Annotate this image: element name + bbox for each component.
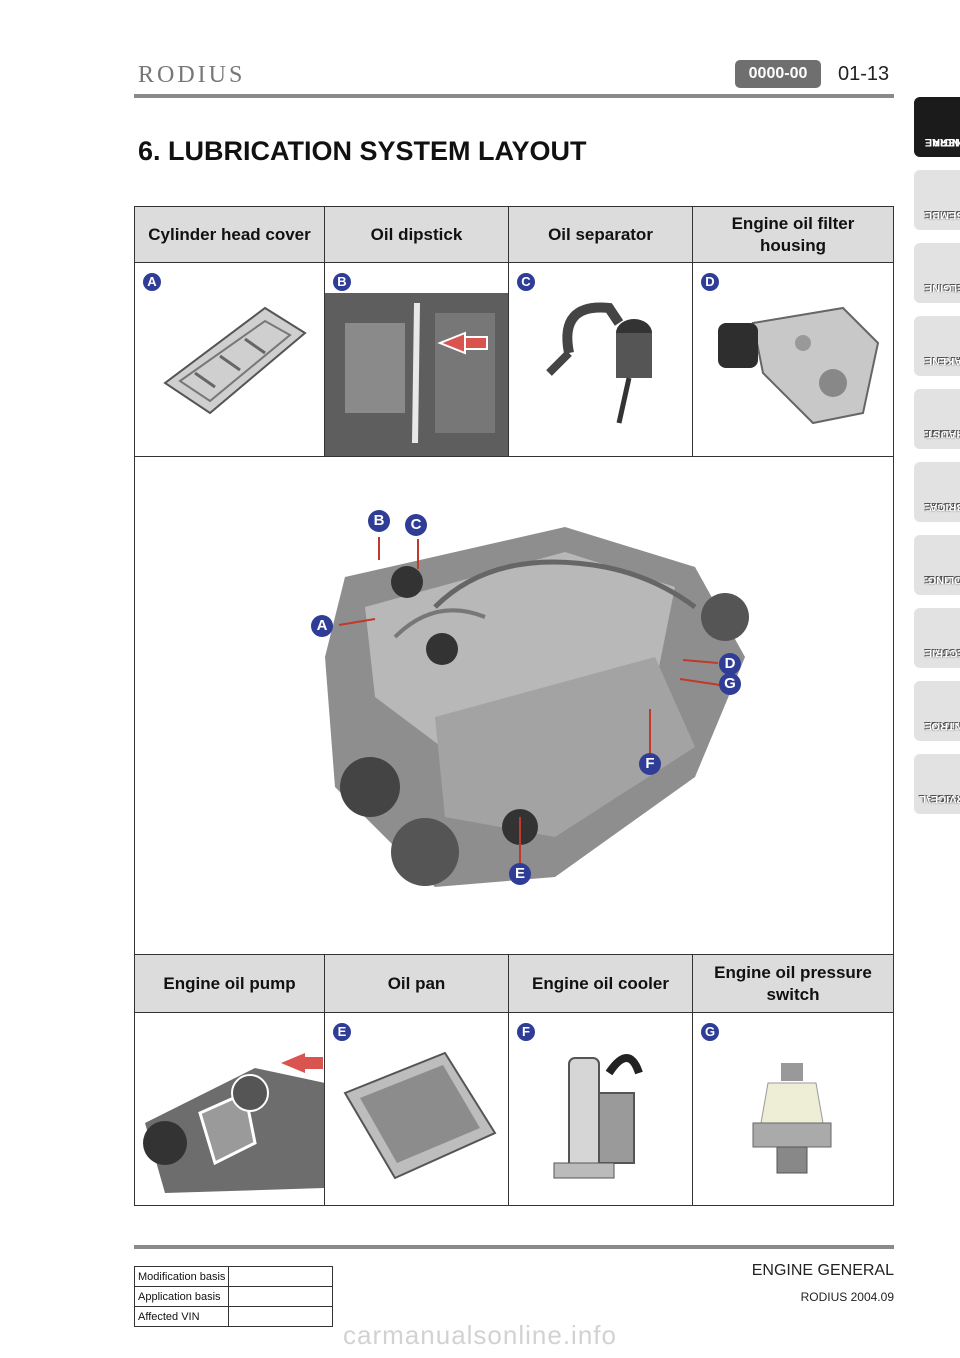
mod-value: [228, 1306, 333, 1327]
image-oil-pressure-switch: G: [693, 1013, 893, 1205]
header-cylinder-head-cover: Cylinder head cover: [135, 207, 325, 263]
image-oil-pan: E: [325, 1013, 509, 1205]
oil-filter-housing-illustration: [718, 306, 880, 425]
image-cylinder-head-cover: A: [135, 263, 325, 457]
engine-oil-cooler-illustration: [553, 1054, 643, 1179]
tab-engine-electrical[interactable]: ENGINEELECTRI: [914, 608, 960, 668]
engine-illustration: [325, 527, 749, 887]
tab-special-service[interactable]: SPECIALSERVICE: [914, 754, 960, 814]
tab-engine-fuel[interactable]: ENGINEFUEL: [914, 243, 960, 303]
footer-divider: [134, 1245, 894, 1249]
image-oil-dipstick: B: [325, 263, 509, 457]
letter-badge: D: [701, 273, 719, 291]
callout-e: E: [509, 863, 531, 885]
header-engine-oil-cooler: Engine oil cooler: [509, 955, 693, 1013]
watermark-text: carmanualsonline.info: [343, 1320, 617, 1350]
callout-d: D: [719, 653, 741, 675]
oil-pressure-switch-illustration: [752, 1063, 832, 1174]
callout-f: F: [639, 753, 661, 775]
letter-badge: B: [333, 273, 351, 291]
brand-logo: RODIUS: [138, 62, 246, 88]
callout-b: B: [368, 510, 390, 532]
tab-engine-intake[interactable]: ENGINEINTAKE: [914, 316, 960, 376]
tab-engine-cooling[interactable]: ENGINECOOLING: [914, 535, 960, 595]
tab-engine-assembly[interactable]: ENGINEASSEMBL: [914, 170, 960, 230]
callout-a: A: [311, 615, 333, 637]
oil-pan-illustration: [343, 1051, 497, 1180]
tab-engine-exhaust[interactable]: ENGINEEXHAUST: [914, 389, 960, 449]
mod-label: Affected VIN: [133, 1306, 230, 1327]
engine-oil-pump-illustration: [143, 1053, 324, 1193]
footer-edition: RODIUS 2004.09: [800, 1290, 894, 1304]
header-oil-dipstick: Oil dipstick: [325, 207, 509, 263]
letter-badge: A: [143, 273, 161, 291]
image-oil-filter-housing: D: [693, 263, 893, 457]
header-oil-filter-housing: Engine oil filter housing: [693, 207, 893, 263]
header-oil-pan: Oil pan: [325, 955, 509, 1013]
cylinder-head-cover-illustration: [163, 306, 307, 415]
modification-table: Modification basis Application basis Aff…: [133, 1266, 333, 1327]
layout-table: Cylinder head cover Oil dipstick Oil sep…: [134, 206, 894, 1206]
mod-label: Application basis: [133, 1286, 230, 1307]
section-code-badge: 0000-00: [735, 60, 821, 88]
oil-dipstick-illustration: [325, 293, 508, 456]
tab-engine-control[interactable]: ENGINECONTRO: [914, 681, 960, 741]
header-oil-separator: Oil separator: [509, 207, 693, 263]
mod-label: Modification basis: [133, 1266, 230, 1287]
mod-value: [228, 1266, 333, 1287]
image-engine-oil-pump: [135, 1013, 325, 1205]
page-title: 6. LUBRICATION SYSTEM LAYOUT: [138, 136, 587, 166]
callout-c: C: [405, 514, 427, 536]
header-engine-oil-pump: Engine oil pump: [135, 955, 325, 1013]
mod-value: [228, 1286, 333, 1307]
tab-engine-lubrication[interactable]: ENGINELUBRICA: [914, 462, 960, 522]
letter-badge: F: [517, 1023, 535, 1041]
page-number: 01-13: [838, 63, 890, 85]
letter-badge: C: [517, 273, 535, 291]
footer-section-name: ENGINE GENERAL: [751, 1262, 894, 1279]
image-oil-separator: C: [509, 263, 693, 457]
letter-badge: E: [333, 1023, 351, 1041]
letter-badge: G: [701, 1023, 719, 1041]
header-divider: [134, 94, 894, 98]
engine-overview-figure: B C A D G F E: [135, 457, 893, 955]
header-oil-pressure-switch: Engine oil pressure switch: [693, 955, 893, 1013]
callout-g: G: [719, 673, 741, 695]
image-engine-oil-cooler: F: [509, 1013, 693, 1205]
oil-separator-illustration: [546, 302, 652, 424]
